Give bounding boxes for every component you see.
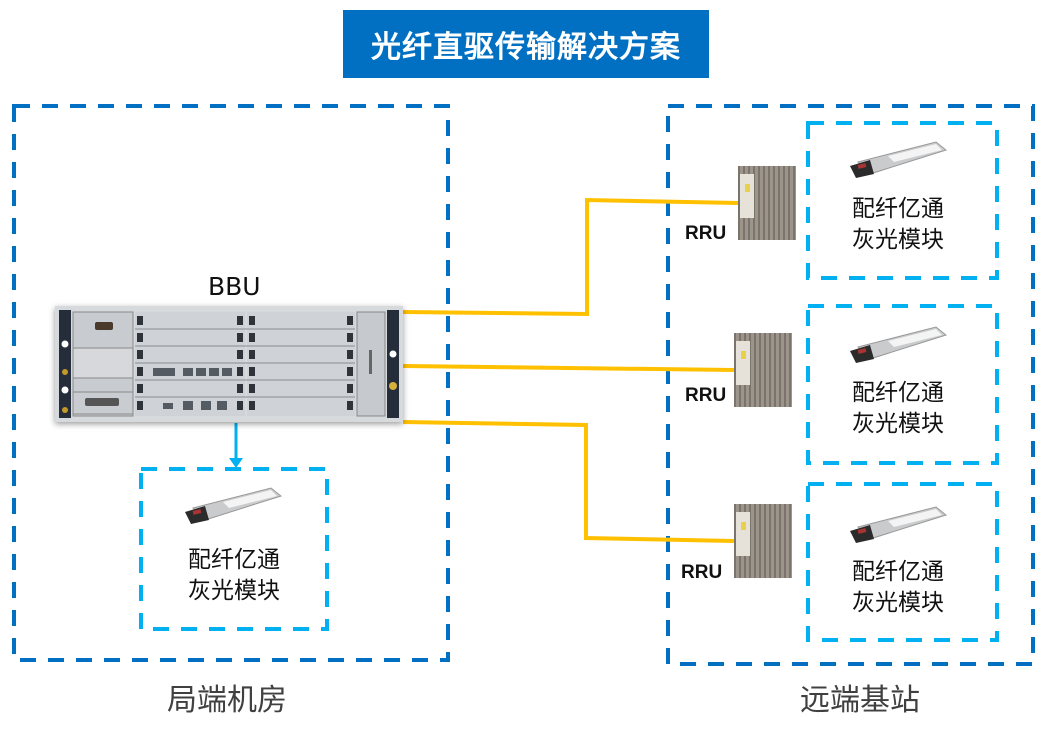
central-sfp-module-icon	[183, 486, 283, 530]
diagram-title: 光纤直驱传输解决方案	[343, 10, 709, 78]
remote-site-label: 远端基站	[800, 683, 920, 718]
remote-sfp-module-icon	[848, 325, 948, 369]
remote-module-label-line1: 配纤亿通	[852, 380, 944, 406]
remote-module-label: 配纤亿通 灰光模块	[828, 378, 968, 440]
central-office-label: 局端机房	[167, 683, 287, 718]
remote-module-label: 配纤亿通 灰光模块	[828, 557, 968, 619]
remote-module-box-1	[806, 121, 999, 280]
bbu-chassis-icon	[55, 306, 403, 422]
remote-module-label: 配纤亿通 灰光模块	[828, 194, 968, 256]
remote-module-box-2	[806, 304, 999, 465]
fiber-link-1	[402, 197, 739, 317]
fiber-link-3	[402, 420, 735, 543]
central-module-box	[139, 467, 329, 631]
remote-module-label-line1: 配纤亿通	[852, 196, 944, 222]
rru-icon	[734, 333, 792, 407]
remote-module-label-line2: 灰光模块	[852, 590, 944, 616]
remote-module-label-line2: 灰光模块	[852, 411, 944, 437]
bbu-label: BBU	[208, 272, 261, 301]
rru-label: RRU	[685, 223, 727, 244]
remote-module-label-line2: 灰光模块	[852, 227, 944, 253]
rru-icon	[738, 166, 796, 240]
remote-sfp-module-icon	[848, 140, 948, 184]
remote-sfp-module-icon	[848, 505, 948, 549]
rru-label: RRU	[681, 562, 723, 583]
remote-site-boundary	[666, 104, 1035, 666]
remote-module-label-line1: 配纤亿通	[852, 559, 944, 585]
remote-module-box-3	[806, 482, 999, 642]
central-module-label-line2: 灰光模块	[188, 578, 280, 604]
central-office-boundary	[12, 104, 450, 662]
arrow-head-icon	[229, 458, 243, 468]
rru-label: RRU	[685, 385, 727, 406]
central-module-label: 配纤亿通 灰光模块	[164, 545, 304, 607]
rru-icon	[734, 504, 792, 578]
central-module-label-line1: 配纤亿通	[188, 547, 280, 573]
fiber-link-2	[402, 364, 735, 372]
